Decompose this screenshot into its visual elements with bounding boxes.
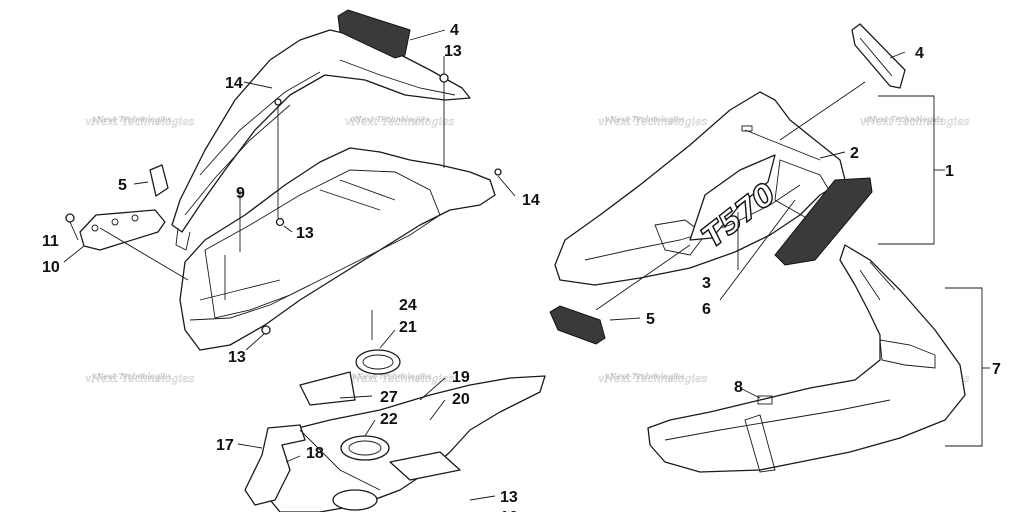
svg-text:vNext Technologies: vNext Technologies xyxy=(860,115,970,128)
svg-text:vNext Technologies: vNext Technologies xyxy=(345,115,455,128)
bracket-10 xyxy=(79,209,166,251)
watermark-text: vNext Technologies xyxy=(92,115,171,124)
callout-18: 18 xyxy=(306,445,324,462)
callout-6: 6 xyxy=(702,301,711,318)
callout-13: 13 xyxy=(500,489,518,506)
vent-mesh-top-left xyxy=(337,9,411,59)
callout-2: 2 xyxy=(850,145,859,162)
callout-14: 14 xyxy=(522,192,540,209)
callout-21: 21 xyxy=(399,319,417,336)
callout-10: 10 xyxy=(42,259,60,276)
vent-mesh-lower xyxy=(549,305,606,345)
watermark-text: vNext Technologies xyxy=(605,372,684,381)
watermark-text: vNext Technologies xyxy=(605,115,684,124)
callout-3: 3 xyxy=(702,275,711,292)
svg-text:vNext Technologies: vNext Technologies xyxy=(85,115,195,128)
leader-lines-right xyxy=(595,51,990,447)
callout-17: 17 xyxy=(216,437,234,454)
svg-text:vNext Technologies: vNext Technologies xyxy=(598,115,708,128)
vent-mesh-right xyxy=(774,177,873,266)
callout-13: 13 xyxy=(296,225,314,242)
callout-5: 5 xyxy=(118,177,127,194)
callout-7: 7 xyxy=(992,361,1001,378)
callout-27: 27 xyxy=(380,389,398,406)
callout-5: 5 xyxy=(646,311,655,328)
callout-16: 16 xyxy=(500,509,518,512)
callout-4: 4 xyxy=(450,22,459,39)
callout-13: 13 xyxy=(228,349,246,366)
callout-4: 4 xyxy=(915,45,924,62)
leader-lines-left xyxy=(63,29,516,351)
callout-20: 20 xyxy=(452,391,470,408)
svg-text:vNext Technologies: vNext Technologies xyxy=(85,372,195,385)
watermark-text: vNext Technologies xyxy=(350,115,429,124)
lower-console-assembly xyxy=(244,349,546,512)
lower-side-panel xyxy=(647,244,966,473)
callout-14: 14 xyxy=(225,75,243,92)
watermark-text: vNext Technologies xyxy=(352,372,431,381)
leader-lines-bottom xyxy=(237,310,496,501)
callout-11: 11 xyxy=(42,233,59,250)
callout-13: 13 xyxy=(444,43,462,60)
svg-text:vNext Technologies: vNext Technologies xyxy=(345,372,455,385)
callout-1: 1 xyxy=(945,163,954,180)
callout-9: 9 xyxy=(236,185,245,202)
vent-mesh-top-right xyxy=(851,23,906,89)
reflector-left xyxy=(149,164,169,197)
svg-text:vNext Technologies: vNext Technologies xyxy=(598,372,708,385)
watermarks: vNext Technologies vNext Technologies vN… xyxy=(85,115,970,386)
bolt-11 xyxy=(65,213,75,223)
callout-19: 19 xyxy=(452,369,470,386)
callout-8: 8 xyxy=(734,379,743,396)
lower-belly-pan-left xyxy=(179,147,496,351)
callout-labels: 4 13 14 5 9 14 13 11 10 13 24 21 19 27 2… xyxy=(42,22,1001,512)
watermark-text: vNext Technologies xyxy=(864,115,943,124)
watermark-text: vNext Technologies xyxy=(92,372,171,381)
callout-22: 22 xyxy=(380,411,398,428)
callout-24: 24 xyxy=(399,297,417,314)
